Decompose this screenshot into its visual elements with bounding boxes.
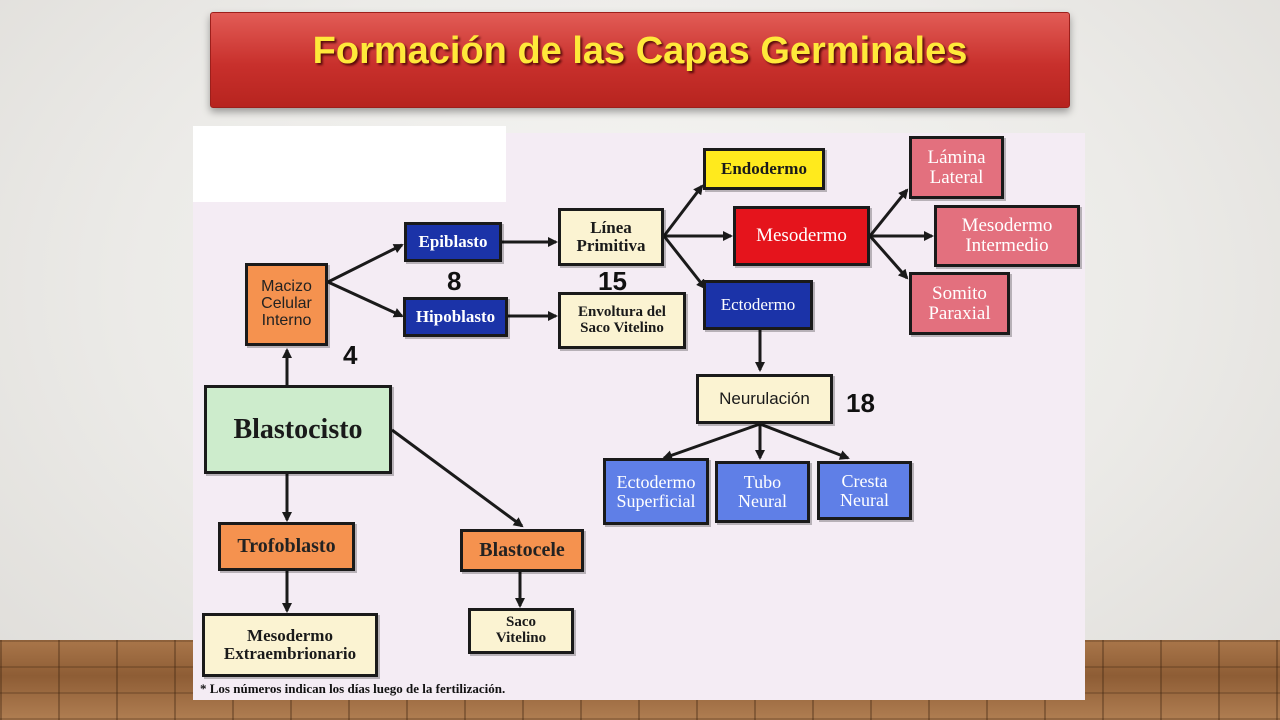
node-envoltura-saco-vitelino: Envoltura del Saco Vitelino	[558, 292, 686, 349]
node-blastocisto: Blastocisto	[204, 385, 392, 474]
node-mesodermo-extraembrionario: Mesodermo Extraembrionario	[202, 613, 378, 677]
day-label-18: 18	[846, 388, 875, 418]
blank-patch	[193, 126, 506, 202]
node-macizo-celular-interno: Macizo Celular Interno	[245, 263, 328, 346]
node-blastocele: Blastocele	[460, 529, 584, 572]
node-somito-paraxial: Somito Paraxial	[909, 272, 1010, 335]
title-banner: Formación de las Capas Germinales	[210, 12, 1070, 108]
node-neurulacion: Neurulación	[696, 374, 833, 424]
node-ectodermo: Ectodermo	[703, 280, 813, 330]
node-lamina-lateral: Lámina Lateral	[909, 136, 1004, 199]
node-ectodermo-superficial: Ectodermo Superficial	[603, 458, 709, 525]
node-epiblasto: Epiblasto	[404, 222, 502, 262]
node-mesodermo-intermedio: Mesodermo Intermedio	[934, 205, 1080, 267]
day-label-15: 15	[598, 266, 627, 296]
node-mesodermo: Mesodermo	[733, 206, 870, 266]
node-linea-primitiva: Línea Primitiva	[558, 208, 664, 266]
slide-title: Formación de las Capas Germinales	[312, 29, 968, 72]
footnote: * Los números indican los días luego de …	[200, 681, 506, 696]
node-endodermo: Endodermo	[703, 148, 825, 190]
node-hipoblasto: Hipoblasto	[403, 297, 508, 337]
node-saco-vitelino: Saco Vitelino	[468, 608, 574, 654]
day-label-8: 8	[447, 266, 462, 296]
day-label-4: 4	[343, 340, 358, 370]
node-trofoblasto: Trofoblasto	[218, 522, 355, 571]
node-cresta-neural: Cresta Neural	[817, 461, 912, 520]
node-tubo-neural: Tubo Neural	[715, 461, 810, 523]
